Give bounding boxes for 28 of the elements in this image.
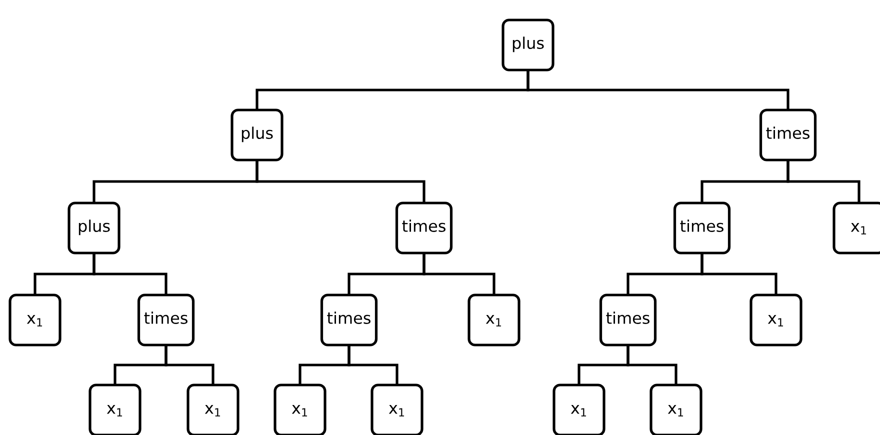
connector-line — [626, 345, 678, 385]
tree-node-box: times — [137, 294, 195, 346]
tree-node-box: times — [673, 202, 731, 254]
connector-line — [786, 160, 860, 203]
tree-node-box: x$_{1}$ — [750, 294, 802, 346]
tree-node-box: x$_{1}$ — [8, 294, 62, 346]
tree-node-box: plus — [502, 18, 554, 72]
tree-node-box: plus — [68, 202, 120, 254]
tree-node-box: x$_{1}$ — [832, 202, 880, 254]
connector-line — [348, 345, 398, 385]
connector-line — [422, 252, 496, 295]
connector-line — [256, 160, 426, 203]
connector-line — [92, 252, 168, 295]
tree-node-box: plus — [230, 108, 284, 162]
tree-node-box: x$_{1}$ — [186, 384, 240, 435]
tree-node-box: times — [759, 108, 817, 162]
connector-line — [526, 70, 790, 110]
connector-line — [700, 252, 778, 295]
tree-node-box: x$_{1}$ — [468, 294, 520, 346]
tree-node-box: x$_{1}$ — [650, 384, 702, 435]
tree-node-box: x$_{1}$ — [274, 384, 326, 435]
tree-node-box: times — [395, 202, 453, 254]
tree-node-box: times — [320, 294, 378, 346]
tree-node-box: x$_{1}$ — [370, 384, 424, 435]
tree-node-box: x$_{1}$ — [88, 384, 142, 435]
tree-node-box: times — [599, 294, 657, 346]
connector-line — [164, 345, 214, 385]
tree-node-box: x$_{1}$ — [552, 384, 606, 435]
